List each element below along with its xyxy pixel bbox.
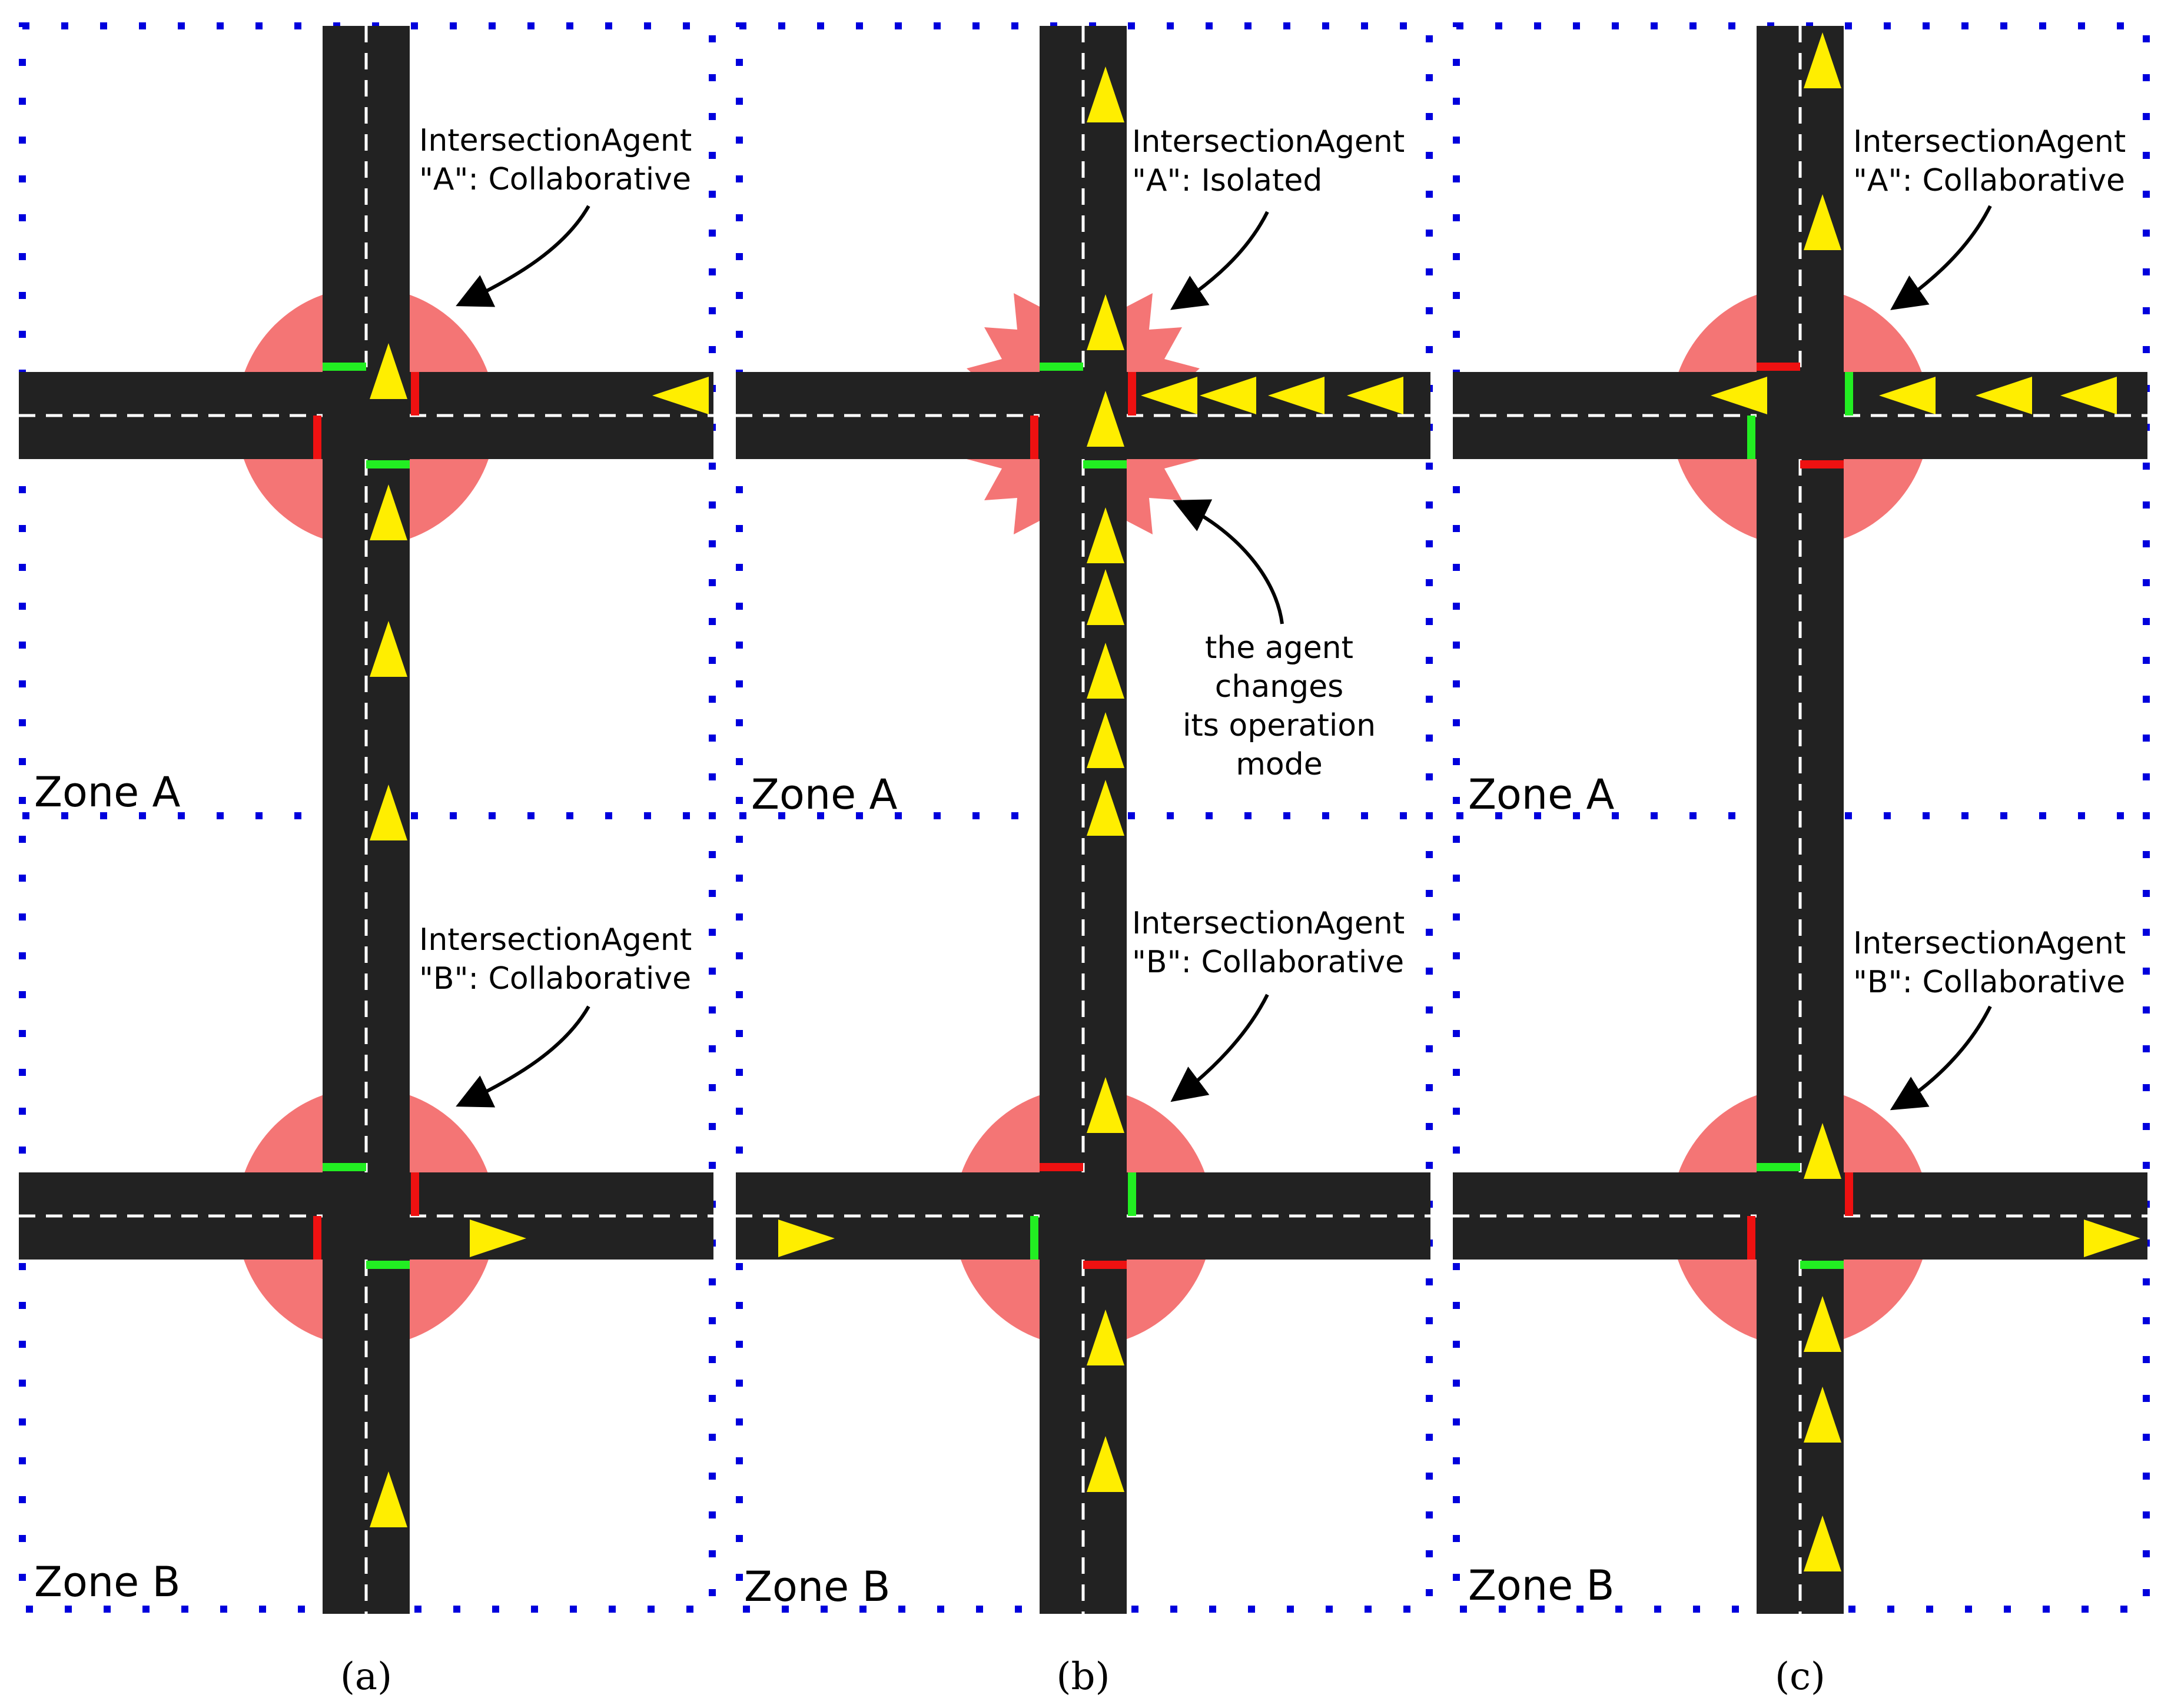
vehicle-icon	[370, 785, 407, 840]
agent-b-label-line1: IntersectionAgent	[419, 922, 692, 958]
note-line2: changes	[1215, 669, 1343, 705]
arrow-mode-change	[1173, 499, 1284, 624]
vehicle-icon	[1804, 1516, 1841, 1571]
agent-b-label-line1: IntersectionAgent	[1853, 926, 2126, 961]
zone-outer-border	[1453, 22, 2150, 1613]
agent-b-label-line2: "B": Collaborative	[1853, 965, 2125, 1000]
agent-a-label-line2: "A": Collaborative	[1853, 163, 2125, 198]
arrow-to-agent-b	[1170, 993, 1269, 1102]
vehicle-icon	[1879, 377, 1936, 414]
vehicle-icon	[370, 343, 407, 399]
vehicles	[370, 343, 709, 1527]
vehicle-icon	[1087, 780, 1124, 836]
panel-a: IntersectionAgent "A": Collaborative Int…	[19, 22, 716, 1699]
zone-a-label: Zone A	[751, 770, 897, 819]
vehicles	[778, 67, 1403, 1492]
note-line4: mode	[1236, 747, 1322, 782]
vehicle-icon	[2060, 377, 2117, 414]
vehicle-icon	[1087, 294, 1124, 350]
zone-borders	[1453, 22, 2150, 1613]
vehicle-icon	[778, 1219, 835, 1257]
vehicle-icon	[1711, 377, 1767, 414]
vehicle-icon	[1804, 194, 1841, 250]
vehicle-icon	[1087, 712, 1124, 768]
vehicle-icon	[1087, 391, 1124, 447]
zone-borders	[19, 22, 716, 1613]
lane-markings	[1453, 26, 2147, 1614]
vehicle-icon	[1268, 377, 1324, 414]
vehicle-icon	[1087, 1310, 1124, 1365]
agent-a-label-line1: IntersectionAgent	[419, 123, 692, 158]
vehicle-icon	[470, 1219, 526, 1257]
vehicle-icon	[1141, 377, 1197, 414]
vehicle-icon	[1804, 1123, 1841, 1179]
vehicle-icon	[1087, 1077, 1124, 1133]
vehicle-icon	[1976, 377, 2032, 414]
agent-a-label-line1: IntersectionAgent	[1853, 124, 2126, 159]
zone-b-label: Zone B	[1468, 1561, 1615, 1610]
lane-markings	[736, 26, 1430, 1614]
signals	[1030, 363, 1136, 1269]
panel-caption: (c)	[1775, 1655, 1825, 1699]
note-line1: the agent	[1205, 630, 1353, 666]
vehicle-icon	[1804, 1387, 1841, 1443]
signals	[313, 363, 419, 1269]
agent-a-label-line2: "A": Collaborative	[419, 162, 691, 197]
zone-b-label: Zone B	[744, 1563, 891, 1611]
agent-b-label-line2: "B": Collaborative	[419, 961, 691, 996]
agent-a-label-line1: IntersectionAgent	[1132, 124, 1405, 159]
zone-outer-border	[19, 22, 716, 1613]
zone-a-label: Zone A	[1468, 770, 1614, 819]
vehicles	[1711, 32, 2140, 1571]
note-line3: its operation	[1183, 708, 1376, 743]
agent-b-label-line1: IntersectionAgent	[1132, 906, 1405, 941]
panel-caption: (a)	[340, 1655, 392, 1699]
vehicle-icon	[1087, 569, 1124, 625]
arrow-to-agent-b	[1890, 1005, 1992, 1111]
vehicle-icon	[652, 377, 709, 414]
vehicle-icon	[1347, 377, 1403, 414]
agent-a-label-line2: "A": Isolated	[1132, 163, 1322, 198]
panel-b: IntersectionAgent "A": Isolated the agen…	[736, 22, 1433, 1699]
zone-borders	[736, 22, 1433, 1613]
vehicle-icon	[1087, 643, 1124, 699]
zone-outer-border	[736, 22, 1433, 1613]
agent-b-label-line2: "B": Collaborative	[1132, 945, 1404, 980]
arrow-to-agent-b	[456, 1005, 590, 1108]
panel-caption: (b)	[1057, 1655, 1110, 1699]
vehicle-icon	[370, 621, 407, 677]
vehicle-icon	[370, 484, 407, 540]
zone-a-label: Zone A	[34, 768, 180, 816]
lane-markings	[19, 26, 713, 1614]
vehicle-icon	[1087, 67, 1124, 122]
panel-c: IntersectionAgent "A": Collaborative Int…	[1453, 22, 2150, 1699]
arrow-to-agent-a	[1170, 211, 1269, 310]
vehicle-icon	[1087, 1436, 1124, 1492]
zone-b-label: Zone B	[34, 1558, 181, 1606]
arrow-to-agent-a	[1890, 205, 1992, 310]
vehicle-icon	[1200, 377, 1256, 414]
vehicle-icon	[1087, 507, 1124, 563]
vehicle-icon	[370, 1471, 407, 1527]
vehicle-icon	[1804, 32, 1841, 88]
signals	[1747, 363, 1853, 1269]
vehicle-icon	[2084, 1219, 2140, 1257]
arrow-to-agent-a	[456, 205, 590, 307]
vehicle-icon	[1804, 1296, 1841, 1352]
